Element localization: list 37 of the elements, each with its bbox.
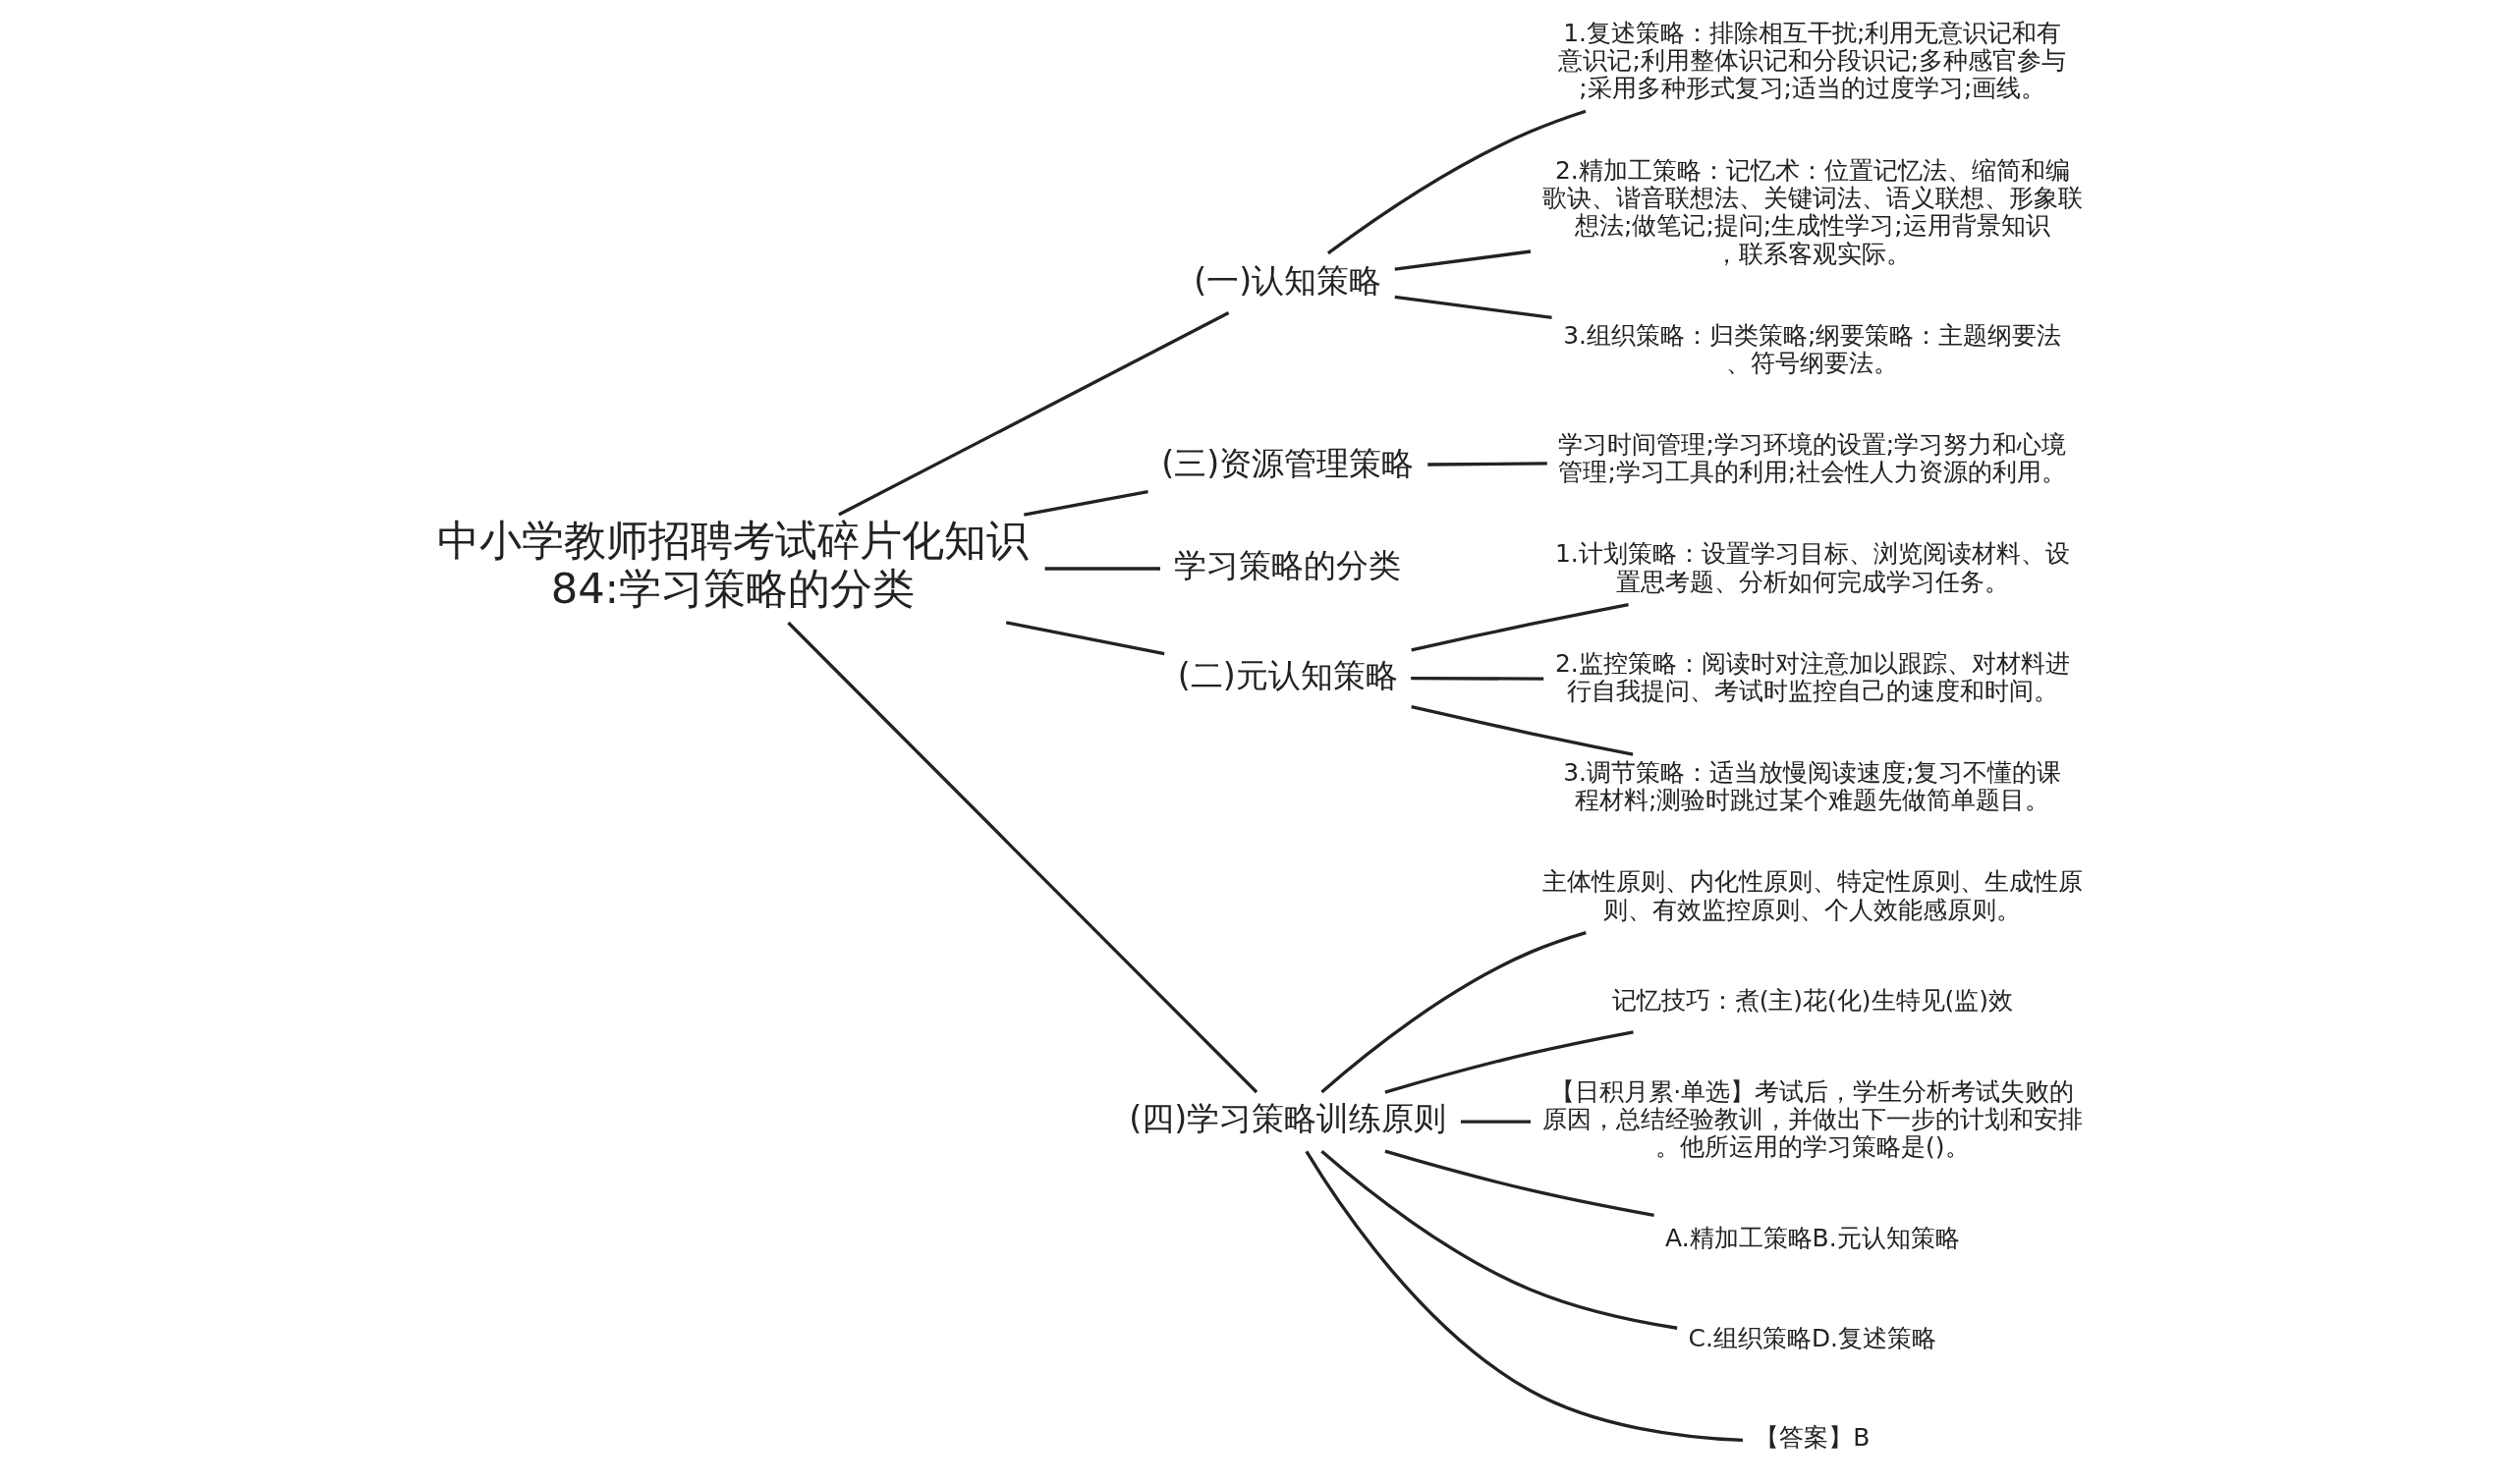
node-text: A.精加工策略B.元认知策略 [1665, 1224, 1960, 1253]
node-text: 主体性原则、内化性原则、特定性原则、生成性原则、有效监控原则、个人效能感原则。 [1541, 867, 2083, 924]
connector [1326, 109, 1587, 255]
connector [1305, 1150, 1744, 1443]
node-text: 学习时间管理;学习环境的设置;学习努力和心境管理;学习工具的利用;社会性人力资源的利用。 [1558, 430, 2067, 487]
connector [1394, 295, 1552, 320]
node-text: (三)资源管理策略 [1161, 443, 1415, 482]
connector [1460, 1120, 1532, 1124]
node-text: 【日积月累·单选】考试后，学生分析考试失败的原因，总结经验教训，并做出下一步的计划和安排。他所运用的学习策略是()。 [1541, 1076, 2083, 1162]
connector [1005, 621, 1165, 656]
node-text: C.组织策略D.复述策略 [1688, 1323, 1936, 1352]
connector [1384, 1030, 1634, 1094]
node-text: 中小学教师招聘考试碎片化知识84:学习策略的分类 [436, 516, 1029, 613]
connector [1411, 677, 1544, 681]
connector [1411, 602, 1629, 652]
connector [1384, 1149, 1654, 1218]
connector [1411, 705, 1634, 756]
connector [1320, 931, 1587, 1094]
node-text: 1.计划策略：设置学习目标、浏览阅读材料、设置思考题、分析如何完成学习任务。 [1554, 539, 2070, 596]
connector [838, 311, 1230, 517]
node-text: 2.精加工策略：记忆术：位置记忆法、缩简和编歌诀、谐音联想法、关键词法、语义联想、形象联想法;做笔记;提问;生成性学习;运用背景知识，联系客观实际。 [1541, 155, 2083, 268]
node-text: (四)学习策略训练原则 [1129, 1099, 1447, 1138]
node-text: 3.组织策略：归类策略;纲要策略：主题纲要法、符号纲要法。 [1563, 320, 2062, 377]
node-text: 3.调节策略：适当放慢阅读速度;复习不懂的课程材料;测验时跳过某个难题先做简单题目。 [1563, 757, 2062, 815]
connector [1320, 1149, 1678, 1330]
connector [1427, 462, 1547, 467]
node-text: 1.复述策略：排除相互干扰;利用无意识记和有意识记;利用整体识记和分段识记;多种感官参与;采用多种形式复习;适当的过度学习;画线。 [1558, 18, 2067, 103]
connector [1394, 249, 1532, 271]
connector [1044, 567, 1160, 571]
node-text: 学习策略的分类 [1174, 546, 1402, 585]
node-text: 记忆技巧：煮(主)花(化)生特见(监)效 [1611, 985, 2013, 1015]
node-text: 【答案】B [1755, 1422, 1871, 1452]
connector [1024, 489, 1148, 517]
node-text: (二)元认知策略 [1177, 655, 1398, 694]
node-text: (一)认知策略 [1194, 260, 1382, 300]
node-text: 2.监控策略：阅读时对注意加以跟踪、对材料进行自我提问、考试时监控自己的速度和时间。 [1554, 648, 2070, 705]
connector [787, 621, 1258, 1094]
